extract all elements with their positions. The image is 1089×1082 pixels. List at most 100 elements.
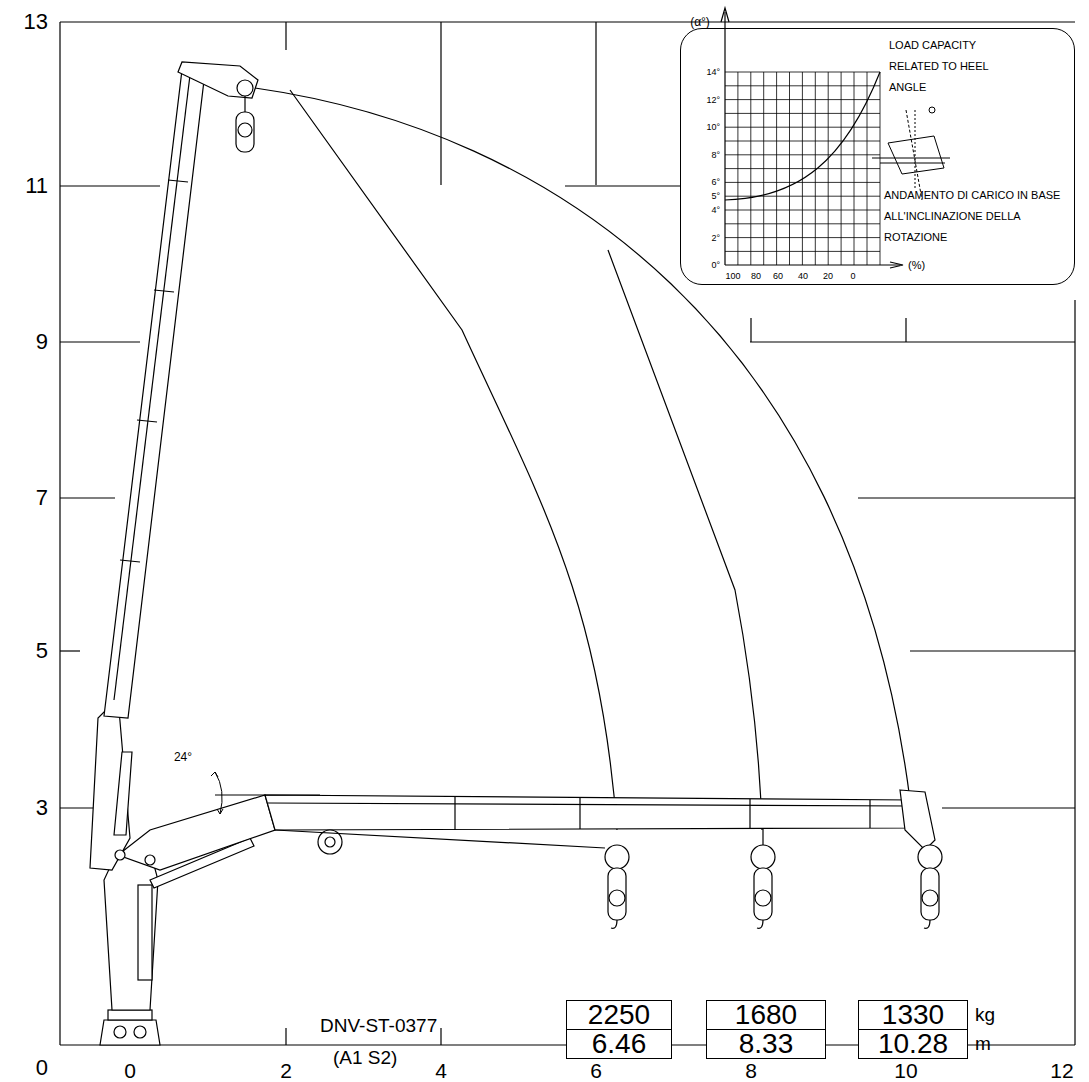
hook-blocks [605, 845, 942, 928]
crane-drawing [108, 1010, 152, 1020]
angle-marker [217, 809, 223, 814]
heel-icon [915, 110, 916, 190]
hook-blocks [921, 868, 939, 920]
axis-tick-label: 4 [435, 1060, 447, 1081]
value-text: 2250 [588, 1001, 650, 1029]
heel-chart [854, 72, 855, 265]
inset-axis-label: 6° [711, 178, 720, 187]
hook-blocks [754, 868, 772, 920]
axis-tick-label: 0 [36, 1057, 48, 1079]
value-text: 1680 [735, 1001, 797, 1029]
load-capacity-box: 1680 [706, 1000, 826, 1030]
crane-drawing [325, 837, 335, 847]
axis-tick-label: 13 [24, 11, 48, 33]
chart-frame [750, 318, 751, 342]
load-capacity-box: 1330 [858, 1000, 968, 1030]
angle-label: 24° [174, 751, 192, 763]
hook-blocks [751, 845, 775, 869]
reach-curves [290, 90, 617, 830]
value-text: 8.33 [739, 1030, 794, 1058]
crane-drawing [454, 797, 455, 830]
chart-frame [440, 1028, 441, 1045]
inset-note: ANDAMENTO DI CARICO IN BASE ALL'INCLINAZ… [884, 185, 1072, 248]
chart-frame [60, 185, 160, 186]
crane-drawing [100, 1020, 160, 1045]
heel-icon [880, 163, 945, 164]
crane-drawing [762, 829, 763, 845]
crane-drawing [237, 80, 253, 96]
chart-frame [750, 341, 1075, 342]
hook-blocks [918, 845, 942, 869]
value-text: 10.28 [878, 1030, 948, 1058]
crane-drawing [114, 75, 190, 700]
heel-chart [890, 262, 903, 268]
value-text: 6.46 [592, 1030, 647, 1058]
heel-chart [737, 72, 738, 265]
crane-drawing [118, 795, 275, 870]
reach-curves [608, 250, 762, 830]
inset-axis-label: 12° [706, 95, 720, 104]
heel-chart [725, 72, 880, 265]
axis-tick-label: 10 [894, 1060, 917, 1081]
chart-frame [942, 807, 1075, 808]
crane-drawing [145, 855, 155, 865]
chart-frame [60, 497, 115, 498]
heel-chart [815, 72, 816, 265]
heel-icon [888, 136, 944, 174]
axis-tick-label: 11 [25, 175, 48, 197]
load-capacity-box: 2250 [566, 1000, 672, 1030]
heel-chart [721, 8, 903, 268]
crane-drawing [120, 560, 140, 562]
inset-axis-label: 2° [711, 233, 720, 242]
angle-marker [215, 772, 222, 814]
inset-axis-label: 60 [773, 272, 783, 281]
chart-frame [285, 1028, 286, 1045]
crane-drawing [178, 62, 258, 98]
hook-blocks [605, 845, 629, 869]
axis-tick-label: 12 [1050, 1060, 1073, 1081]
crane-drawing [749, 799, 750, 829]
heel-icon [906, 110, 922, 200]
crane-drawing [138, 885, 152, 980]
crane-drawing [154, 290, 174, 292]
chart-frame [60, 341, 140, 342]
inset-axis-label: 40 [798, 272, 808, 281]
chart-frame [59, 22, 60, 1045]
heel-chart [841, 72, 842, 265]
angle-marker [211, 772, 218, 777]
chart-frame [60, 22, 1075, 1045]
inset-axis-label: 8° [711, 150, 720, 159]
axis-tick-label: 0 [124, 1060, 136, 1081]
hook-blocks [755, 890, 771, 906]
chart-frame [565, 185, 680, 186]
angle-marker [211, 772, 320, 814]
reach-curves [255, 88, 910, 800]
crane-drawing [115, 850, 125, 860]
unit-label: m [975, 1034, 991, 1053]
hook-blocks [924, 920, 930, 928]
heel-chart [776, 72, 777, 265]
crane-drawing [900, 790, 935, 850]
chart-frame [905, 318, 906, 342]
standard-label: DNV-ST-0377 [320, 1016, 437, 1035]
crane-drawing [114, 752, 132, 835]
inset-axis-label: 5° [711, 192, 720, 201]
axis-tick-label: 8 [745, 1060, 757, 1081]
crane-drawing [137, 420, 157, 422]
inset-axis-label: 0 [850, 272, 855, 281]
chart-frame [60, 21, 1075, 22]
heel-chart [880, 72, 881, 265]
inset-axis-label: 0° [711, 261, 720, 270]
inset-panel: LOAD CAPACITY RELATED TO HEEL ANGLE ANDAM… [680, 28, 1075, 285]
axis-tick-label: 9 [36, 331, 48, 353]
heel-icon [872, 107, 950, 200]
hook-blocks [608, 868, 626, 920]
axis-tick-label: 2 [280, 1060, 292, 1081]
heel-chart [750, 72, 751, 265]
inset-note: LOAD CAPACITY RELATED TO HEEL ANGLE [889, 35, 1001, 98]
chart-frame [285, 22, 286, 50]
heel-chart [828, 72, 829, 265]
